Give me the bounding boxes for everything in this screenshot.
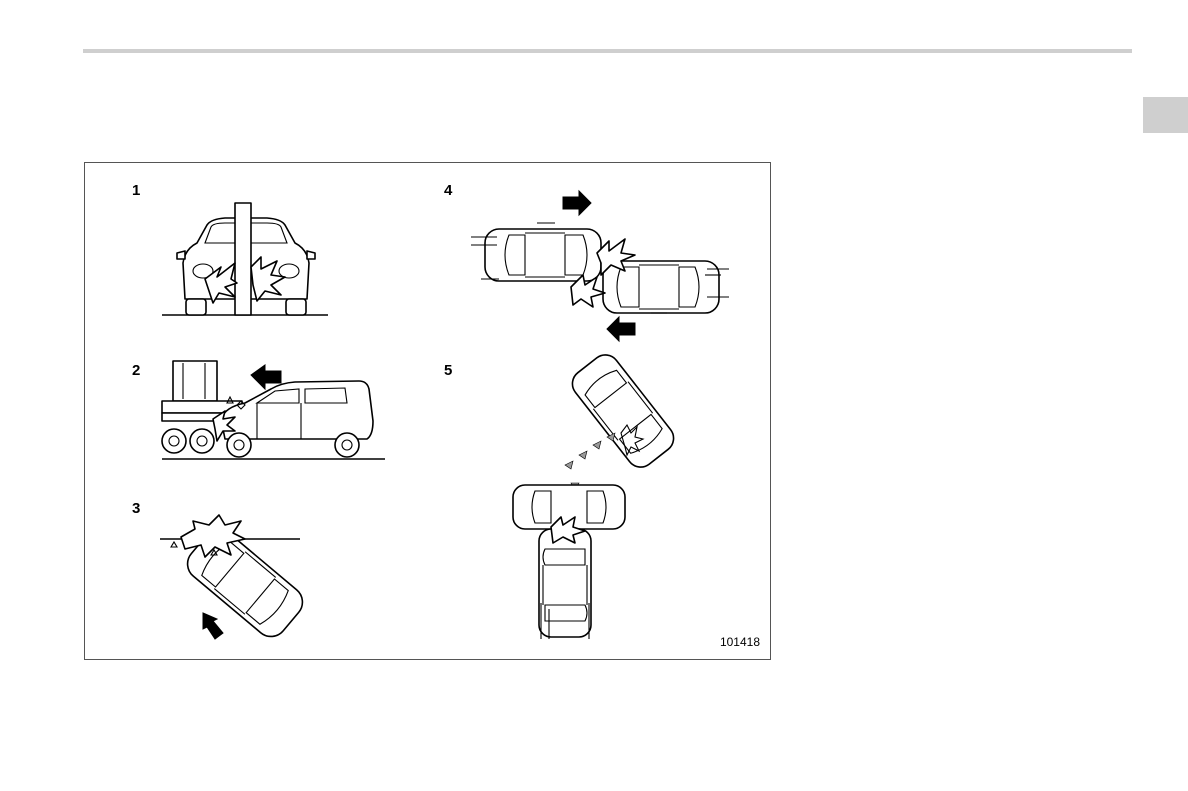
panel-3-illustration: [160, 515, 309, 643]
figure-code: 101418: [720, 635, 760, 649]
panel-5-illustration: [513, 349, 679, 639]
panel-2-illustration: [162, 361, 385, 459]
panel-4-illustration: [471, 191, 729, 341]
collision-figure: 1 2 3 4 5: [84, 162, 771, 660]
panel-1-illustration: [162, 203, 328, 315]
collision-illustrations: [85, 163, 771, 660]
header-rule: [83, 49, 1132, 53]
chapter-tab: [1143, 97, 1188, 133]
